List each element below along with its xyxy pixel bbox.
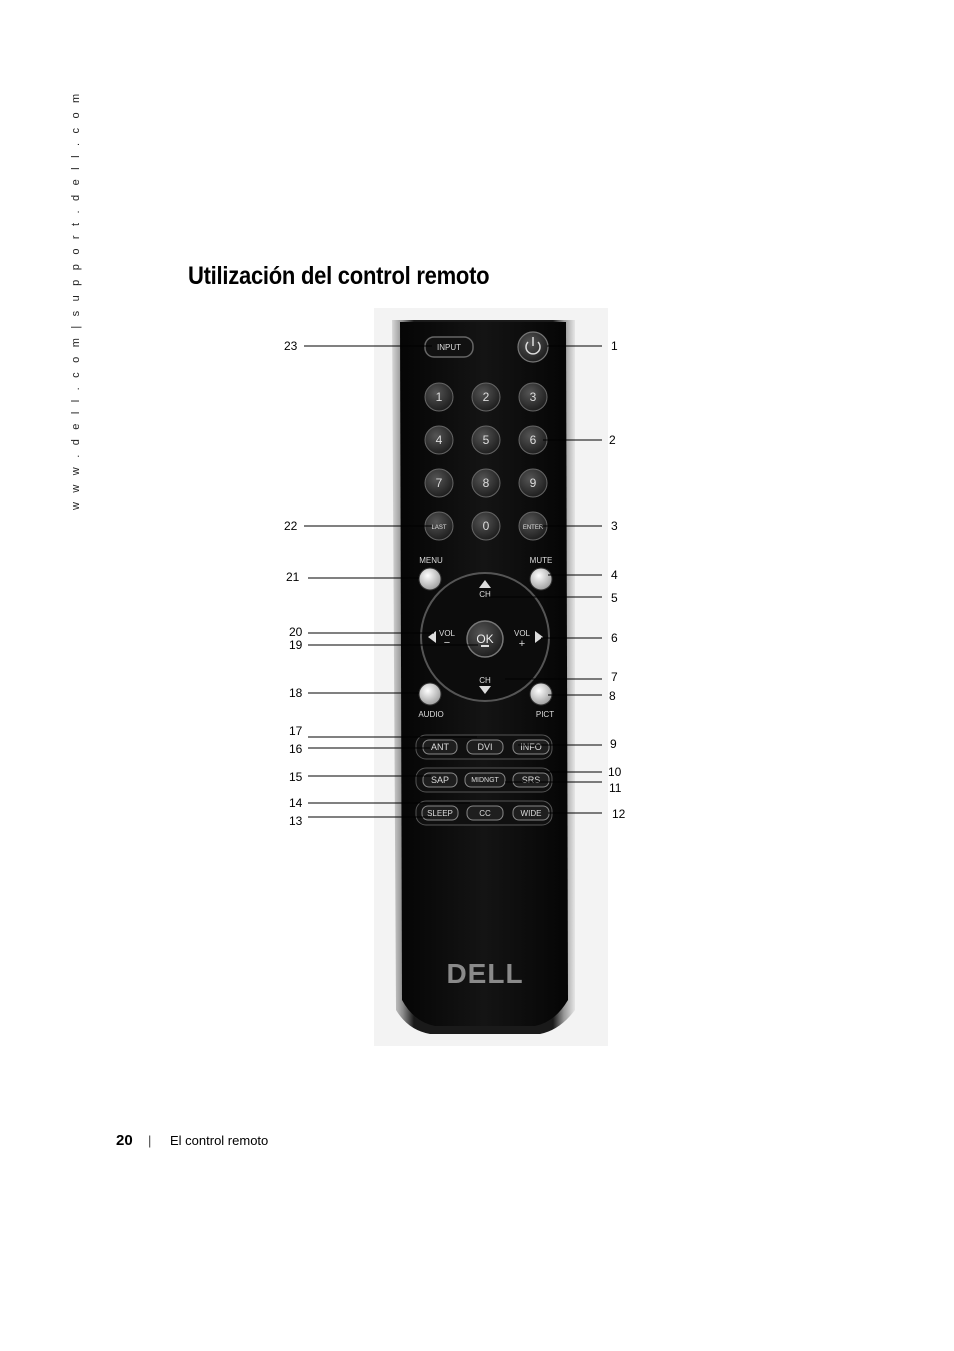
pict-button[interactable] <box>529 682 553 706</box>
svg-text:SRS: SRS <box>522 775 541 785</box>
svg-text:5: 5 <box>483 433 490 447</box>
vol-up-icon[interactable] <box>535 631 543 643</box>
vol-up-label: VOL <box>514 629 531 638</box>
power-icon <box>525 341 541 355</box>
dvi-button[interactable]: DVI <box>466 739 504 755</box>
digit-9-button[interactable]: 9 <box>518 468 548 498</box>
callout-17: 17 <box>289 724 303 738</box>
callout-4: 4 <box>611 568 618 582</box>
power-button[interactable] <box>517 331 549 363</box>
cc-button[interactable]: CC <box>466 805 504 821</box>
callout-3: 3 <box>611 519 618 533</box>
page-number: 20 <box>116 1132 133 1149</box>
ok-label: OK <box>476 632 493 646</box>
mute-label: MUTE <box>530 556 553 565</box>
svg-text:ENTER: ENTER <box>523 525 544 531</box>
callout-10: 10 <box>608 765 622 779</box>
svg-text:ANT: ANT <box>431 742 450 752</box>
callout-6: 6 <box>611 631 618 645</box>
audio-label: AUDIO <box>418 710 443 719</box>
footer-separator: | <box>148 1133 152 1148</box>
digit-1-button[interactable]: 1 <box>424 382 454 412</box>
digit-7-button[interactable]: 7 <box>424 468 454 498</box>
callout-16: 16 <box>289 742 303 756</box>
callout-5: 5 <box>611 591 618 605</box>
sleep-button[interactable]: SLEEP <box>421 805 459 821</box>
ch-down-icon[interactable] <box>479 686 491 694</box>
wide-button[interactable]: WIDE <box>512 805 550 821</box>
digit-2-button[interactable]: 2 <box>471 382 501 412</box>
svg-text:3: 3 <box>530 390 537 404</box>
callout-20: 20 <box>289 625 303 639</box>
svg-text:7: 7 <box>436 476 443 490</box>
callout-23: 23 <box>284 339 298 353</box>
sap-button[interactable]: SAP <box>422 772 458 788</box>
digit-8-button[interactable]: 8 <box>471 468 501 498</box>
menu-button[interactable] <box>418 567 442 591</box>
ch-up-icon[interactable] <box>479 580 491 588</box>
callout-11: 11 <box>609 781 622 795</box>
digit-4-button[interactable]: 4 <box>424 425 454 455</box>
svg-text:DVI: DVI <box>477 742 492 752</box>
svg-text:9: 9 <box>530 476 537 490</box>
svg-text:SAP: SAP <box>431 775 449 785</box>
vol-down-icon[interactable] <box>428 631 436 643</box>
audio-button[interactable] <box>418 682 442 706</box>
callout-8: 8 <box>609 689 616 703</box>
callout-19: 19 <box>289 638 303 652</box>
digit-6-button[interactable]: 6 <box>518 425 548 455</box>
ant-button[interactable]: ANT <box>422 739 458 755</box>
callout-13: 13 <box>289 814 303 828</box>
callout-9: 9 <box>610 737 617 751</box>
menu-label: MENU <box>419 556 443 565</box>
footer-section-title: El control remoto <box>170 1133 269 1148</box>
svg-text:SLEEP: SLEEP <box>427 809 453 818</box>
srs-button[interactable]: SRS <box>512 772 550 788</box>
svg-text:6: 6 <box>530 433 537 447</box>
svg-text:INFO: INFO <box>520 742 542 752</box>
ch-up-label: CH <box>479 590 491 599</box>
digit-3-button[interactable]: 3 <box>518 382 548 412</box>
vol-down-label: VOL <box>439 629 456 638</box>
page-title: Utilización del control remoto <box>188 262 490 290</box>
callout-18: 18 <box>289 686 303 700</box>
vol-plus-label: + <box>519 638 525 650</box>
svg-text:MIDNGT: MIDNGT <box>471 777 499 784</box>
digit-5-button[interactable]: 5 <box>471 425 501 455</box>
callout-14: 14 <box>289 796 303 810</box>
callout-15: 15 <box>289 770 303 784</box>
ok-button[interactable]: OK <box>466 620 504 658</box>
pict-label: PICT <box>536 710 554 719</box>
info-button[interactable]: INFO <box>512 739 550 755</box>
mute-button[interactable] <box>529 567 553 591</box>
callout-2: 2 <box>609 433 616 447</box>
ch-down-label: CH <box>479 676 491 685</box>
callout-lines <box>304 345 602 818</box>
callout-1: 1 <box>611 339 618 353</box>
svg-text:CC: CC <box>479 809 491 818</box>
callout-7: 7 <box>611 670 618 684</box>
callout-21: 21 <box>286 570 300 584</box>
midnight-button[interactable]: MIDNGT <box>464 772 506 788</box>
digit-0-button[interactable]: 0 <box>471 511 501 541</box>
svg-text:4: 4 <box>436 433 443 447</box>
dell-logo: DELL <box>446 958 523 989</box>
svg-text:WIDE: WIDE <box>521 809 542 818</box>
input-button[interactable]: INPUT <box>424 336 474 358</box>
svg-text:1: 1 <box>436 390 443 404</box>
callout-12: 12 <box>612 807 626 821</box>
svg-text:2: 2 <box>483 390 490 404</box>
callout-22: 22 <box>284 519 298 533</box>
input-label: INPUT <box>437 343 461 352</box>
svg-text:0: 0 <box>483 519 490 533</box>
svg-text:8: 8 <box>483 476 490 490</box>
vol-minus-label: − <box>444 637 450 649</box>
svg-text:LAST: LAST <box>431 525 446 531</box>
